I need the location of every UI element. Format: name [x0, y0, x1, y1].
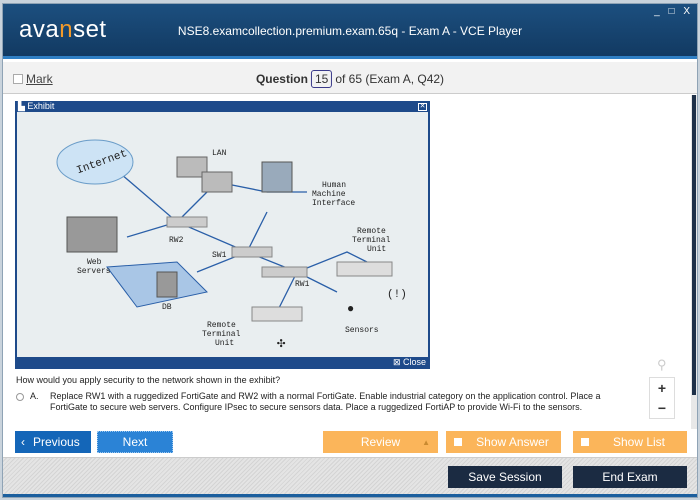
show-answer-button[interactable]: Show Answer — [446, 431, 561, 453]
answer-option-a[interactable]: A. Replace RW1 with a ruggedized FortiGat… — [16, 391, 634, 413]
magnifier-icon: ⚲ — [657, 357, 667, 372]
network-diagram: Internet LAN Human Machine Interface Web… — [17, 112, 428, 357]
review-button[interactable]: Review ▲ — [323, 431, 438, 453]
label-rtu: Terminal — [352, 236, 391, 245]
zoom-in-button[interactable]: + — [657, 380, 667, 396]
checkbox-icon — [581, 438, 589, 446]
exhibit-close-button[interactable]: ⊠ Close — [392, 357, 426, 367]
window-title: NSE8.examcollection.premium.exam.65q - E… — [177, 24, 523, 38]
radio-button[interactable] — [16, 393, 24, 401]
question-content: ▙ Exhibit ✕ Internet LAN Human Machine In… — [3, 95, 691, 429]
label-rtu: Unit — [215, 339, 234, 348]
alert-icon: (!) — [387, 289, 407, 301]
triangle-up-icon: ▲ — [422, 437, 430, 447]
label-sw1: SW1 — [212, 251, 227, 260]
label-hmi: Human — [322, 181, 346, 190]
save-session-button[interactable]: Save Session — [448, 466, 562, 488]
label-web-servers: Web — [87, 258, 102, 267]
zoom-out-button[interactable]: − — [657, 400, 667, 416]
drop-icon: ● — [347, 302, 354, 316]
label-sensors: Sensors — [345, 326, 379, 335]
question-suffix: of 65 (Exam A, Q42) — [335, 72, 445, 86]
exhibit-close-icon[interactable]: ✕ — [418, 102, 427, 111]
title-bar: avanset NSE8.examcollection.premium.exam… — [3, 4, 697, 59]
scrollbar-thumb[interactable] — [692, 95, 696, 395]
label-db: DB — [162, 303, 172, 312]
mark-label: Mark — [26, 72, 53, 86]
label-rtu: Remote — [207, 321, 236, 330]
label-lan: LAN — [212, 149, 227, 158]
window-controls[interactable]: _ □ X — [654, 6, 693, 17]
show-list-button[interactable]: Show List — [573, 431, 687, 453]
exhibit-close-label: Close — [402, 357, 426, 367]
next-button[interactable]: Next — [97, 431, 173, 453]
label-rw2: RW2 — [169, 236, 184, 245]
label-rw1: RW1 — [295, 280, 310, 289]
exhibit-window: ▙ Exhibit ✕ Internet LAN Human Machine In… — [15, 101, 430, 369]
previous-label: Previous — [33, 435, 80, 449]
label-hmi: Interface — [312, 199, 355, 208]
show-answer-label: Show Answer — [476, 435, 549, 449]
checkbox-icon — [454, 438, 462, 446]
end-exam-button[interactable]: End Exam — [573, 466, 687, 488]
label-rtu: Remote — [357, 227, 386, 236]
label-web-servers: Servers — [77, 267, 111, 276]
exhibit-title: ▙ Exhibit — [18, 101, 55, 111]
show-list-label: Show List — [612, 435, 666, 449]
previous-button[interactable]: ‹ Previous — [15, 431, 91, 453]
question-number-input[interactable]: 15 — [310, 70, 333, 88]
checkbox-icon — [13, 74, 23, 84]
option-text: Replace RW1 with a ruggedized FortiGate … — [50, 391, 601, 412]
option-letter: A. — [30, 391, 39, 401]
review-label: Review — [360, 435, 401, 449]
question-prefix: Question — [255, 72, 308, 86]
label-hmi: Machine — [312, 190, 346, 199]
avanset-logo: avanset — [19, 16, 107, 43]
chevron-left-icon: ‹ — [21, 435, 25, 449]
question-text: How would you apply security to the netw… — [16, 375, 281, 385]
label-rtu: Unit — [367, 245, 386, 254]
scrollbar[interactable] — [691, 95, 697, 429]
mark-checkbox[interactable]: Mark — [13, 72, 53, 86]
vce-player-window: avanset NSE8.examcollection.premium.exam… — [2, 3, 698, 498]
exhibit-title-text: Exhibit — [27, 101, 55, 111]
zoom-control: +− — [649, 377, 675, 419]
fan-icon: ✣ — [277, 336, 286, 352]
label-rtu: Terminal — [202, 330, 241, 339]
